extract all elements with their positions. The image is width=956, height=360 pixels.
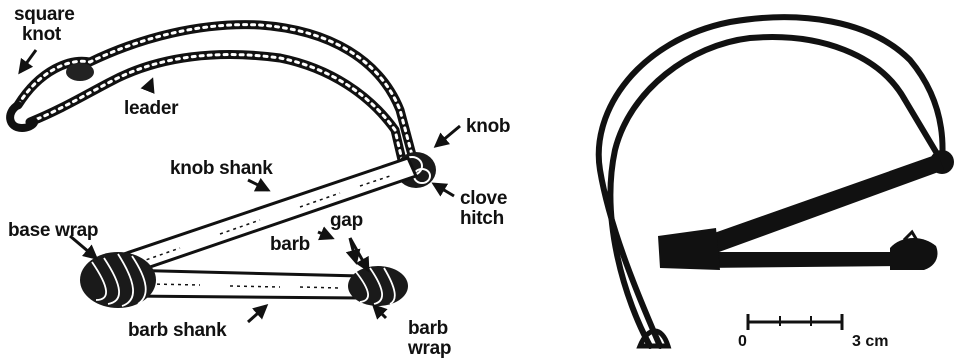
label-square-knot-2: knot: [22, 24, 62, 45]
silhouette-base-wrap: [658, 228, 720, 270]
silhouette-barb-wrap: [890, 238, 938, 270]
scale-end-label: 3 cm: [852, 333, 888, 350]
silhouette-barb-shank: [700, 252, 900, 268]
label-gap: gap: [330, 210, 363, 231]
label-barb-wrap-2: wrap: [407, 338, 451, 359]
leader-cord: [10, 25, 412, 160]
label-clove-hitch-2: hitch: [460, 208, 504, 229]
annotated-hook-drawing: square knot leader knob knob shank clove…: [8, 4, 510, 359]
label-barb-wrap: barb: [408, 318, 448, 339]
scale-bar: 0 3 cm: [738, 314, 888, 350]
barb-wrap: [348, 266, 408, 306]
label-knob: knob: [466, 116, 510, 137]
label-knob-shank: knob shank: [170, 158, 273, 179]
label-barb-shank: barb shank: [128, 320, 227, 341]
base-wrap: [80, 252, 156, 308]
barb-shank: [120, 270, 360, 298]
scale-start-label: 0: [738, 333, 747, 350]
label-clove-hitch: clove: [460, 188, 507, 209]
label-square-knot: square: [14, 4, 75, 25]
photo-silhouette: [599, 17, 954, 346]
label-leader: leader: [124, 98, 179, 119]
label-barb: barb: [270, 234, 310, 255]
label-base-wrap: base wrap: [8, 220, 98, 241]
